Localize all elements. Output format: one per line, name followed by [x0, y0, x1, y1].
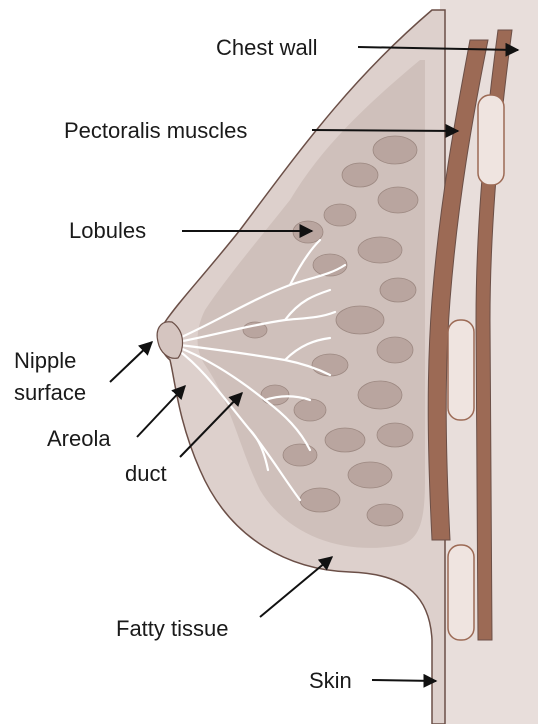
lobule: [380, 278, 416, 302]
label-pectoralis-muscles: Pectoralis muscles: [64, 118, 247, 143]
rib: [448, 320, 474, 420]
areola-arrow: [137, 386, 185, 437]
lobule: [283, 444, 317, 466]
label-chest-wall: Chest wall: [216, 35, 317, 60]
lobule: [325, 428, 365, 452]
label-lobules: Lobules: [69, 218, 146, 243]
skin-arrow: [372, 680, 436, 681]
lobule: [294, 399, 326, 421]
pectoralis-arrow: [312, 130, 458, 131]
fatty-tissue-arrow: [260, 557, 332, 617]
lobule: [358, 237, 402, 263]
rib: [478, 95, 504, 185]
label-fatty-tissue: Fatty tissue: [116, 616, 228, 641]
label-skin: Skin: [309, 668, 352, 693]
lobule: [377, 337, 413, 363]
rib: [448, 545, 474, 640]
lobule: [373, 136, 417, 164]
label-duct: duct: [125, 461, 167, 486]
lobule: [358, 381, 402, 409]
lobule: [348, 462, 392, 488]
lobule: [342, 163, 378, 187]
label-nipple: Nipple: [14, 348, 76, 373]
lobule: [300, 488, 340, 512]
lobule: [261, 385, 289, 405]
label-surface: surface: [14, 380, 86, 405]
lobule: [336, 306, 384, 334]
lobule: [367, 504, 403, 526]
lobule: [312, 354, 348, 376]
nipple-arrow: [110, 342, 152, 382]
label-areola: Areola: [47, 426, 111, 451]
lobule: [377, 423, 413, 447]
lobule: [378, 187, 418, 213]
lobule: [324, 204, 356, 226]
